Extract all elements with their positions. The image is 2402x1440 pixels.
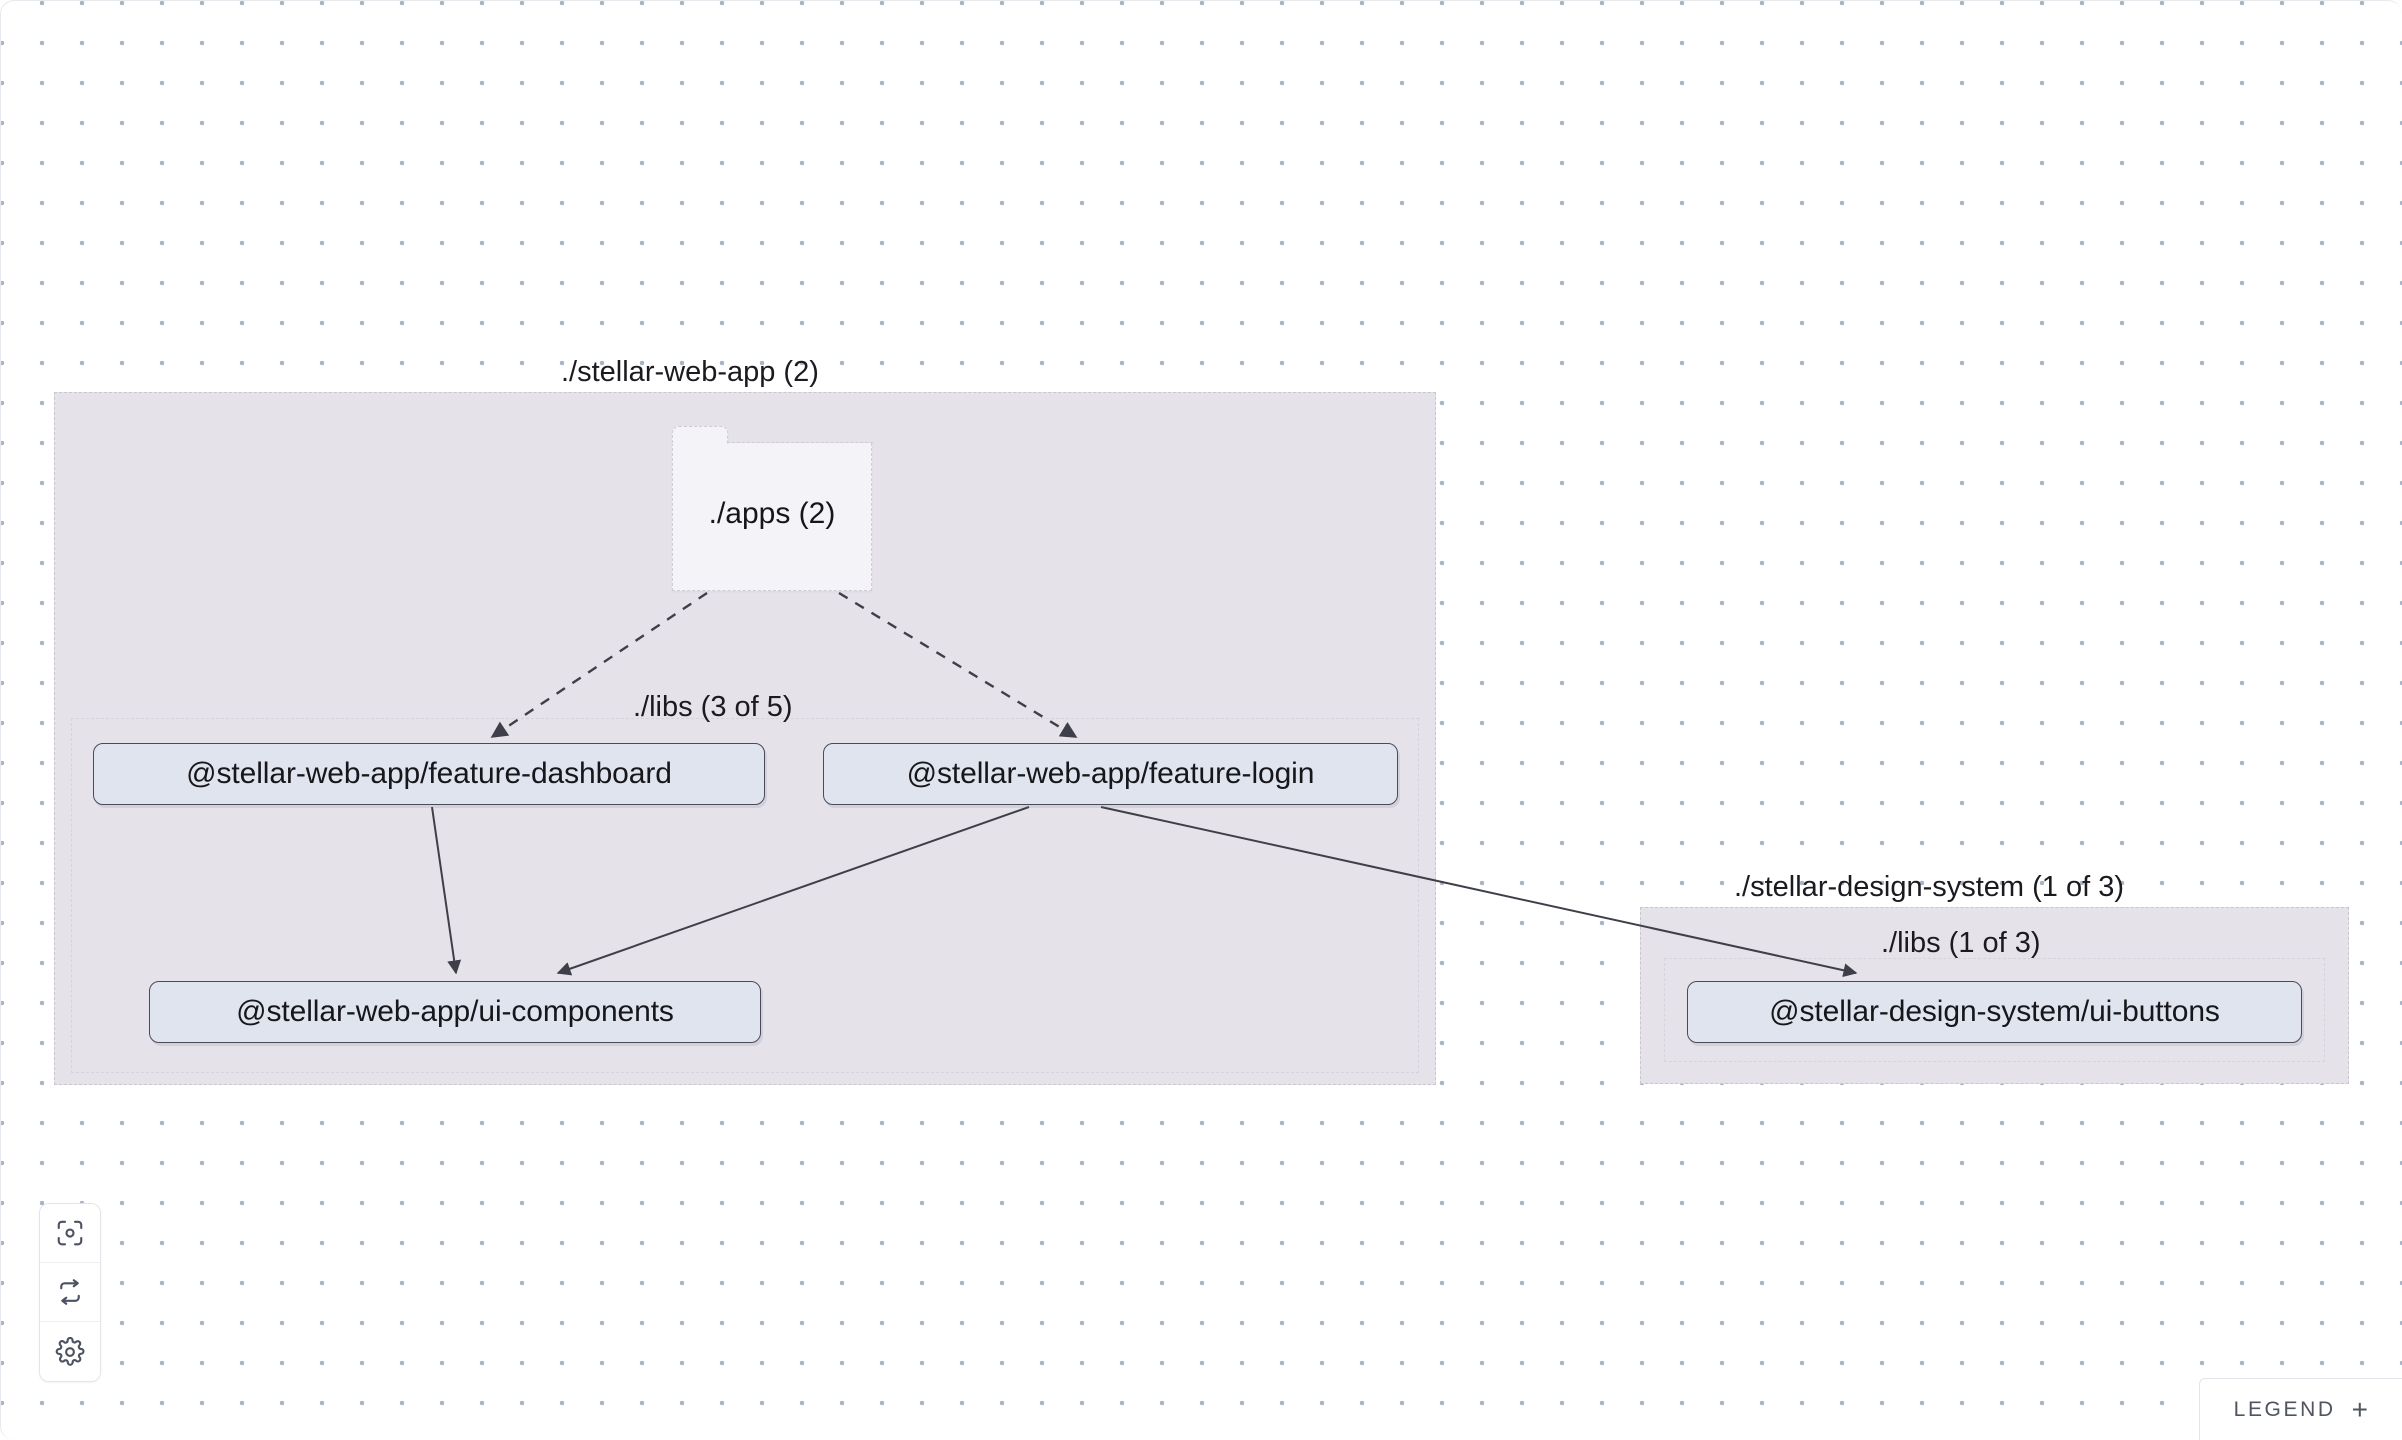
- project-node-label: @stellar-web-app/feature-login: [906, 757, 1315, 790]
- group-stellar-design-system-libs[interactable]: [1664, 958, 2325, 1062]
- group-label-stellar-web-app: ./stellar-web-app (2): [561, 356, 819, 388]
- folder-node-apps[interactable]: ./apps (2): [671, 426, 873, 591]
- project-node-ui-components[interactable]: @stellar-web-app/ui-components: [149, 981, 761, 1043]
- group-label-stellar-design-system: ./stellar-design-system (1 of 3): [1734, 871, 2125, 903]
- project-node-ui-buttons[interactable]: @stellar-design-system/ui-buttons: [1687, 981, 2302, 1043]
- gear-icon: [55, 1336, 85, 1367]
- project-node-label: @stellar-design-system/ui-buttons: [1769, 995, 2220, 1028]
- folder-tab-icon: [671, 426, 728, 444]
- project-node-feature-login[interactable]: @stellar-web-app/feature-login: [823, 743, 1398, 805]
- project-node-label: @stellar-web-app/ui-components: [236, 995, 674, 1028]
- project-node-feature-dashboard[interactable]: @stellar-web-app/feature-dashboard: [93, 743, 765, 805]
- focus-target-icon: [55, 1218, 85, 1248]
- refresh-button[interactable]: [40, 1263, 100, 1322]
- legend-label: LEGEND: [2233, 1397, 2336, 1421]
- plus-icon: +: [2351, 1393, 2368, 1425]
- settings-button[interactable]: [40, 1322, 100, 1381]
- group-label-stellar-design-system-libs: ./libs (1 of 3): [1881, 927, 2041, 959]
- group-label-stellar-web-app-libs: ./libs (3 of 5): [633, 691, 793, 723]
- graph-toolbar[interactable]: [39, 1203, 101, 1382]
- project-node-label: @stellar-web-app/feature-dashboard: [186, 757, 672, 790]
- folder-label-apps: ./apps (2): [708, 497, 836, 530]
- focus-graph-button[interactable]: [40, 1204, 100, 1263]
- folder-top-edge: [727, 441, 873, 443]
- legend-toggle[interactable]: LEGEND +: [2198, 1378, 2402, 1440]
- refresh-icon: [55, 1277, 85, 1307]
